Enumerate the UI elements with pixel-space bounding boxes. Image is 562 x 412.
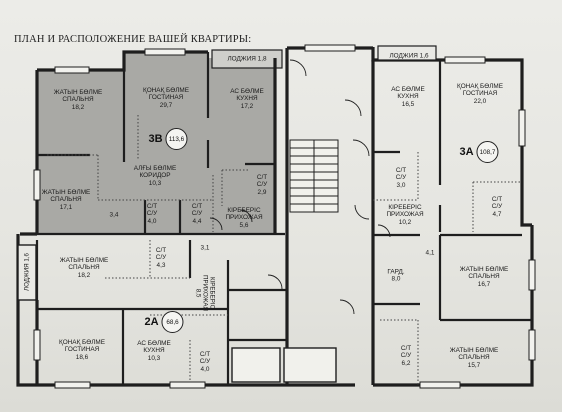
room-3a-closet: 4,1 [425, 249, 435, 257]
apartment-area: 113,6 [165, 128, 188, 150]
door-swings [209, 59, 391, 315]
apartment-code: 3В [148, 133, 163, 145]
balcony-2a [17, 244, 37, 301]
balcony-3v [211, 49, 283, 69]
apartment-area: 68,6 [161, 311, 184, 333]
room-3v-balcony: ЛОДЖИЯ 1,8 [227, 55, 267, 63]
balcony-3a [377, 45, 437, 61]
room-3v-closet: 3,4 [109, 211, 119, 219]
apartment-marker-2a: 2А 68,6 [144, 311, 184, 333]
plan-title: ПЛАН И РАСПОЛОЖЕНИЕ ВАШЕЙ КВАРТИРЫ: [14, 34, 252, 45]
walls-2a [35, 240, 287, 385]
walls-3v [37, 52, 285, 236]
apartment-area: 108,7 [476, 141, 499, 163]
apartment-marker-3v: 3В 113,6 [148, 128, 188, 150]
staircase [289, 139, 339, 213]
apartment-code: 3А [459, 146, 474, 158]
elevators [231, 347, 337, 383]
room-2a-balcony: ЛОДЖИЯ 1,6 [23, 253, 31, 291]
dotted-3v [47, 115, 248, 232]
apartment-code: 2А [144, 316, 159, 328]
room-3a-balcony: ЛОДЖИЯ 1,6 [389, 52, 429, 60]
apartment-marker-3a: 3А 108,7 [459, 141, 499, 163]
apartment-3v-highlight [37, 52, 275, 234]
dotted-2a [105, 240, 228, 385]
room-2a-closet: 3,1 [200, 244, 210, 252]
room-3a-wardrobe: ГАРД.8,0 [387, 268, 405, 283]
walls-3a [373, 60, 532, 322]
windows [33, 44, 536, 389]
dotted-3a [373, 152, 522, 385]
